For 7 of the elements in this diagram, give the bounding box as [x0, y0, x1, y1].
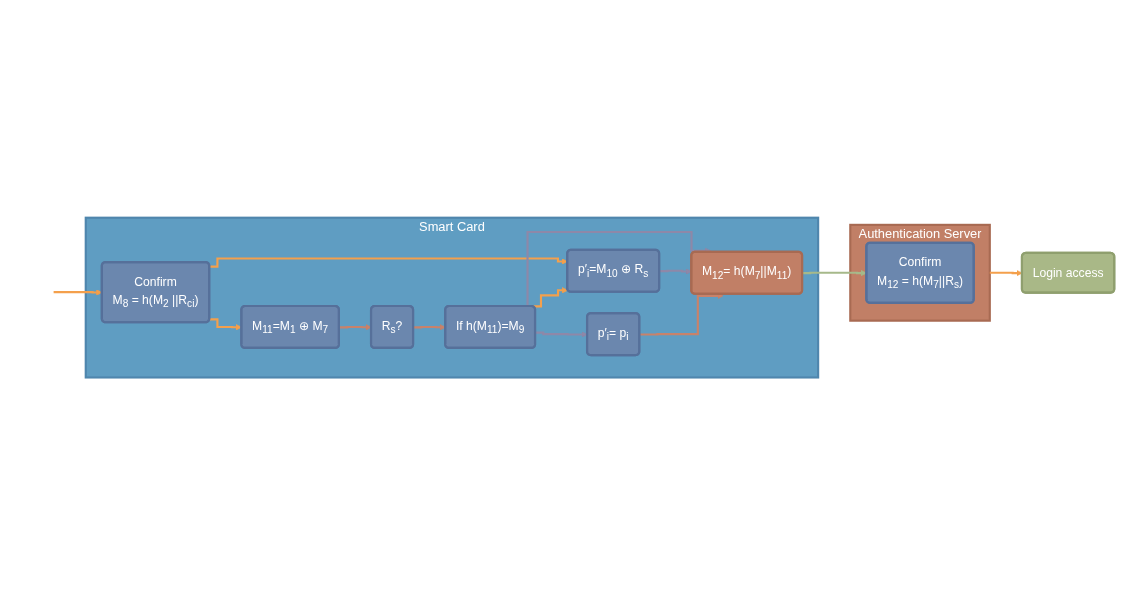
arrow [339, 324, 372, 331]
arrow [659, 268, 692, 275]
arrow [802, 270, 867, 277]
arrow [413, 324, 446, 331]
arrow [209, 257, 568, 269]
arrow [535, 331, 588, 338]
arrow [209, 318, 242, 331]
